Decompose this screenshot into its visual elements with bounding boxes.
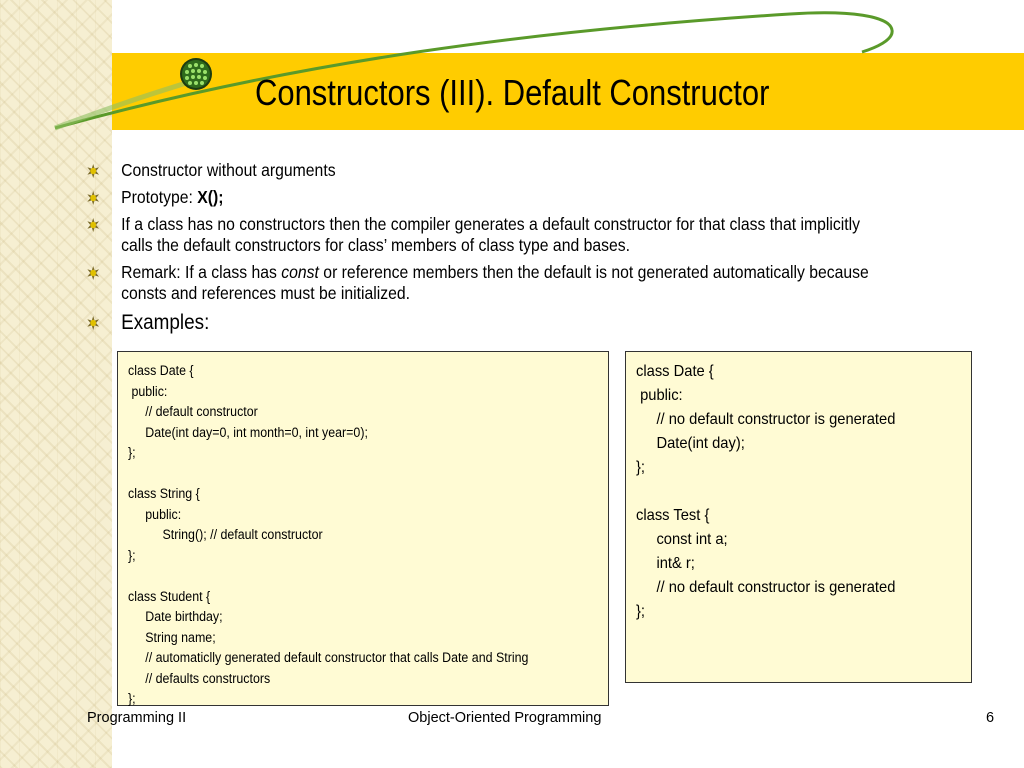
bullet-text: Examples:	[121, 311, 210, 334]
star-flower-icon	[87, 164, 100, 178]
bullet-item: If a class has no constructors then the …	[86, 214, 869, 256]
star-flower-icon	[87, 316, 100, 330]
bullet-text: If a class has no constructors then the …	[121, 214, 860, 255]
page-number: 6	[986, 710, 995, 726]
footer-topic: Object-Oriented Programming	[408, 710, 602, 726]
bullet-list: Constructor without arguments Prototype:…	[86, 160, 956, 342]
title-bar	[112, 53, 1024, 130]
code-example-left: class Date { public: // default construc…	[117, 351, 609, 706]
bullet-text: Prototype:	[121, 187, 198, 207]
footer-course: Programming II	[87, 710, 187, 726]
code-text: class Date { public: // no default const…	[636, 363, 896, 620]
bullet-text: Remark: If a class has	[121, 262, 282, 282]
code-example-right: class Date { public: // no default const…	[625, 351, 972, 683]
bullet-text: or reference members then the default is…	[121, 262, 869, 303]
code-text: class Date { public: // default construc…	[128, 363, 529, 706]
star-flower-icon	[87, 191, 100, 205]
slide-title: Constructors (III). Default Constructor	[255, 72, 770, 113]
prototype-code: X();	[197, 187, 224, 207]
green-dotted-sphere-icon	[180, 58, 212, 90]
star-flower-icon	[87, 218, 100, 232]
bullet-text: Constructor without arguments	[121, 160, 336, 180]
bullet-item: Remark: If a class has const or referenc…	[86, 262, 869, 304]
bullet-item: Examples:	[86, 310, 869, 336]
const-keyword: const	[281, 262, 319, 282]
star-flower-icon	[87, 266, 100, 280]
bullet-item: Prototype: X();	[86, 187, 869, 208]
bullet-item: Constructor without arguments	[86, 160, 869, 181]
